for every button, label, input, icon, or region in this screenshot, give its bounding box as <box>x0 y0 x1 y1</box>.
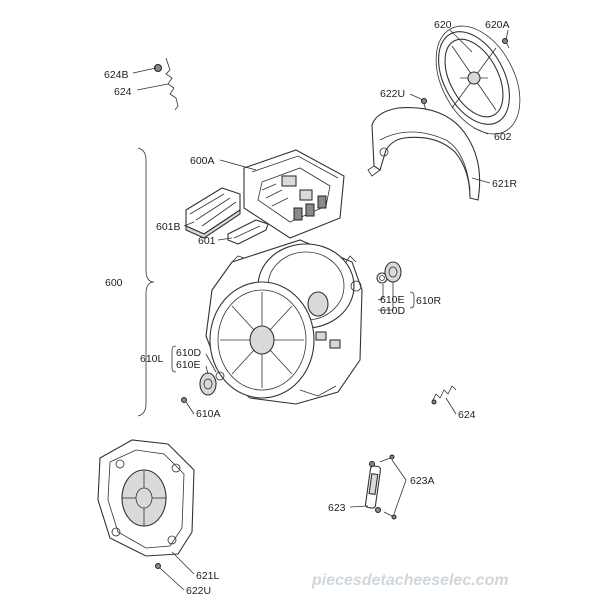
leader-lines <box>132 29 509 591</box>
label-610D-right: 610D <box>380 305 406 317</box>
label-601: 601 <box>198 235 216 247</box>
label-620A: 620A <box>485 19 510 31</box>
label-621L: 621L <box>196 570 220 582</box>
pulley-620 <box>435 25 521 135</box>
label-610E-left: 610E <box>176 359 201 371</box>
label-623: 623 <box>328 502 346 514</box>
spring-624-bottom <box>431 385 457 405</box>
screw-610A <box>181 397 187 403</box>
shell-621R <box>367 107 481 201</box>
housing-601 <box>227 219 269 245</box>
label-623A: 623A <box>410 475 435 487</box>
label-624-top: 624 <box>114 86 132 98</box>
label-620: 620 <box>434 19 452 31</box>
spring-624-top <box>154 57 179 111</box>
shell-621L <box>97 439 195 557</box>
tub-assembly <box>205 239 363 405</box>
part-labels: 620 620A 624B 624 622U 602 600A 621R 601… <box>104 19 518 597</box>
drawer-601B <box>185 187 241 239</box>
shock-absorber-623 <box>364 461 382 513</box>
screw-622U-bottom <box>155 563 161 569</box>
pins-623A <box>379 454 397 520</box>
label-602: 602 <box>494 131 512 143</box>
label-624-bottom: 624 <box>458 409 476 421</box>
cover-600A <box>243 149 345 239</box>
label-622U-bottom: 622U <box>186 585 211 597</box>
label-600: 600 <box>105 277 123 289</box>
label-610R: 610R <box>416 295 442 307</box>
label-610L: 610L <box>140 353 164 365</box>
label-610E-right: 610E <box>380 294 405 306</box>
label-600A: 600A <box>190 155 215 167</box>
label-610D-left: 610D <box>176 347 202 359</box>
label-621R: 621R <box>492 178 518 190</box>
label-601B: 601B <box>156 221 181 233</box>
label-610A: 610A <box>196 408 221 420</box>
label-624B: 624B <box>104 69 129 81</box>
bearing-610R <box>376 261 402 284</box>
label-622U-top: 622U <box>380 88 405 100</box>
brace-600 <box>137 147 155 417</box>
watermark: piecesdetacheeselec.com <box>311 572 509 589</box>
